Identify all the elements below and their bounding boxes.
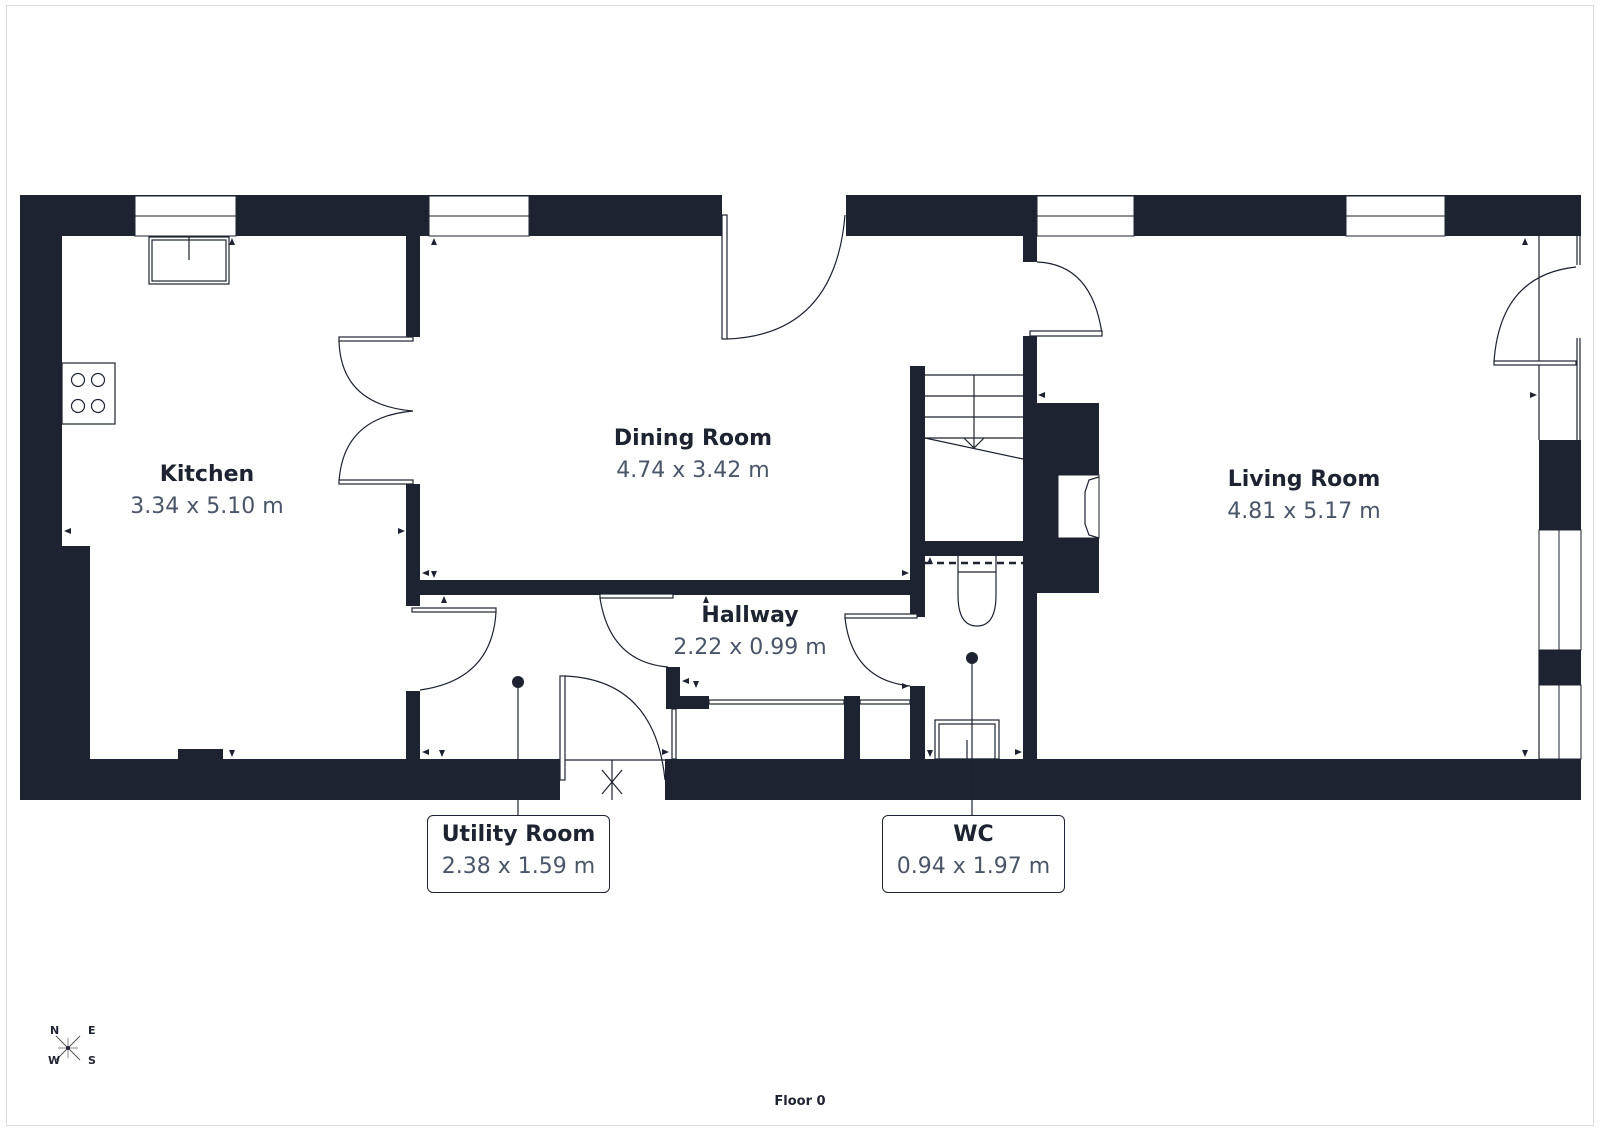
room-label-hallway: Hallway 2.22 x 0.99 m — [673, 601, 826, 665]
page-frame — [6, 5, 1594, 1126]
room-label-dining-room: Dining Room 4.74 x 3.42 m — [614, 424, 772, 488]
room-dimensions: 2.38 x 1.59 m — [441, 854, 596, 879]
room-name: Hallway — [701, 603, 799, 628]
room-dimensions: 0.94 x 1.97 m — [896, 854, 1051, 879]
interior-walls — [406, 236, 1100, 759]
room-label-living-room: Living Room 4.81 x 5.17 m — [1227, 465, 1380, 529]
room-name: Dining Room — [613, 426, 773, 451]
callout-wc: WC 0.94 x 1.97 m — [882, 815, 1065, 893]
room-label-kitchen: Kitchen 3.34 x 5.10 m — [130, 460, 283, 524]
callout-utility-room: Utility Room 2.38 x 1.59 m — [427, 815, 610, 893]
room-name: Utility Room — [441, 822, 596, 847]
room-name: WC — [953, 822, 994, 847]
floor-label: Floor 0 — [774, 1094, 826, 1109]
fixtures — [61, 236, 1540, 815]
room-dimensions: 4.81 x 5.17 m — [1227, 499, 1381, 524]
outer-walls — [20, 195, 1581, 800]
compass-west: W — [48, 1054, 61, 1067]
measurement-arrows — [64, 238, 1537, 757]
compass-south: S — [88, 1054, 96, 1067]
room-dimensions: 2.22 x 0.99 m — [673, 635, 827, 660]
compass-north: N — [50, 1024, 60, 1037]
room-name: Kitchen — [159, 462, 255, 487]
windows — [134, 195, 1582, 760]
compass-east: E — [88, 1024, 96, 1037]
doors — [338, 214, 1577, 800]
room-dimensions: 3.34 x 5.10 m — [130, 494, 284, 519]
compass-icon — [55, 1035, 81, 1061]
room-dimensions: 4.74 x 3.42 m — [616, 458, 770, 483]
room-name: Living Room — [1227, 467, 1381, 492]
compass-rose: N E W S — [44, 1024, 104, 1080]
